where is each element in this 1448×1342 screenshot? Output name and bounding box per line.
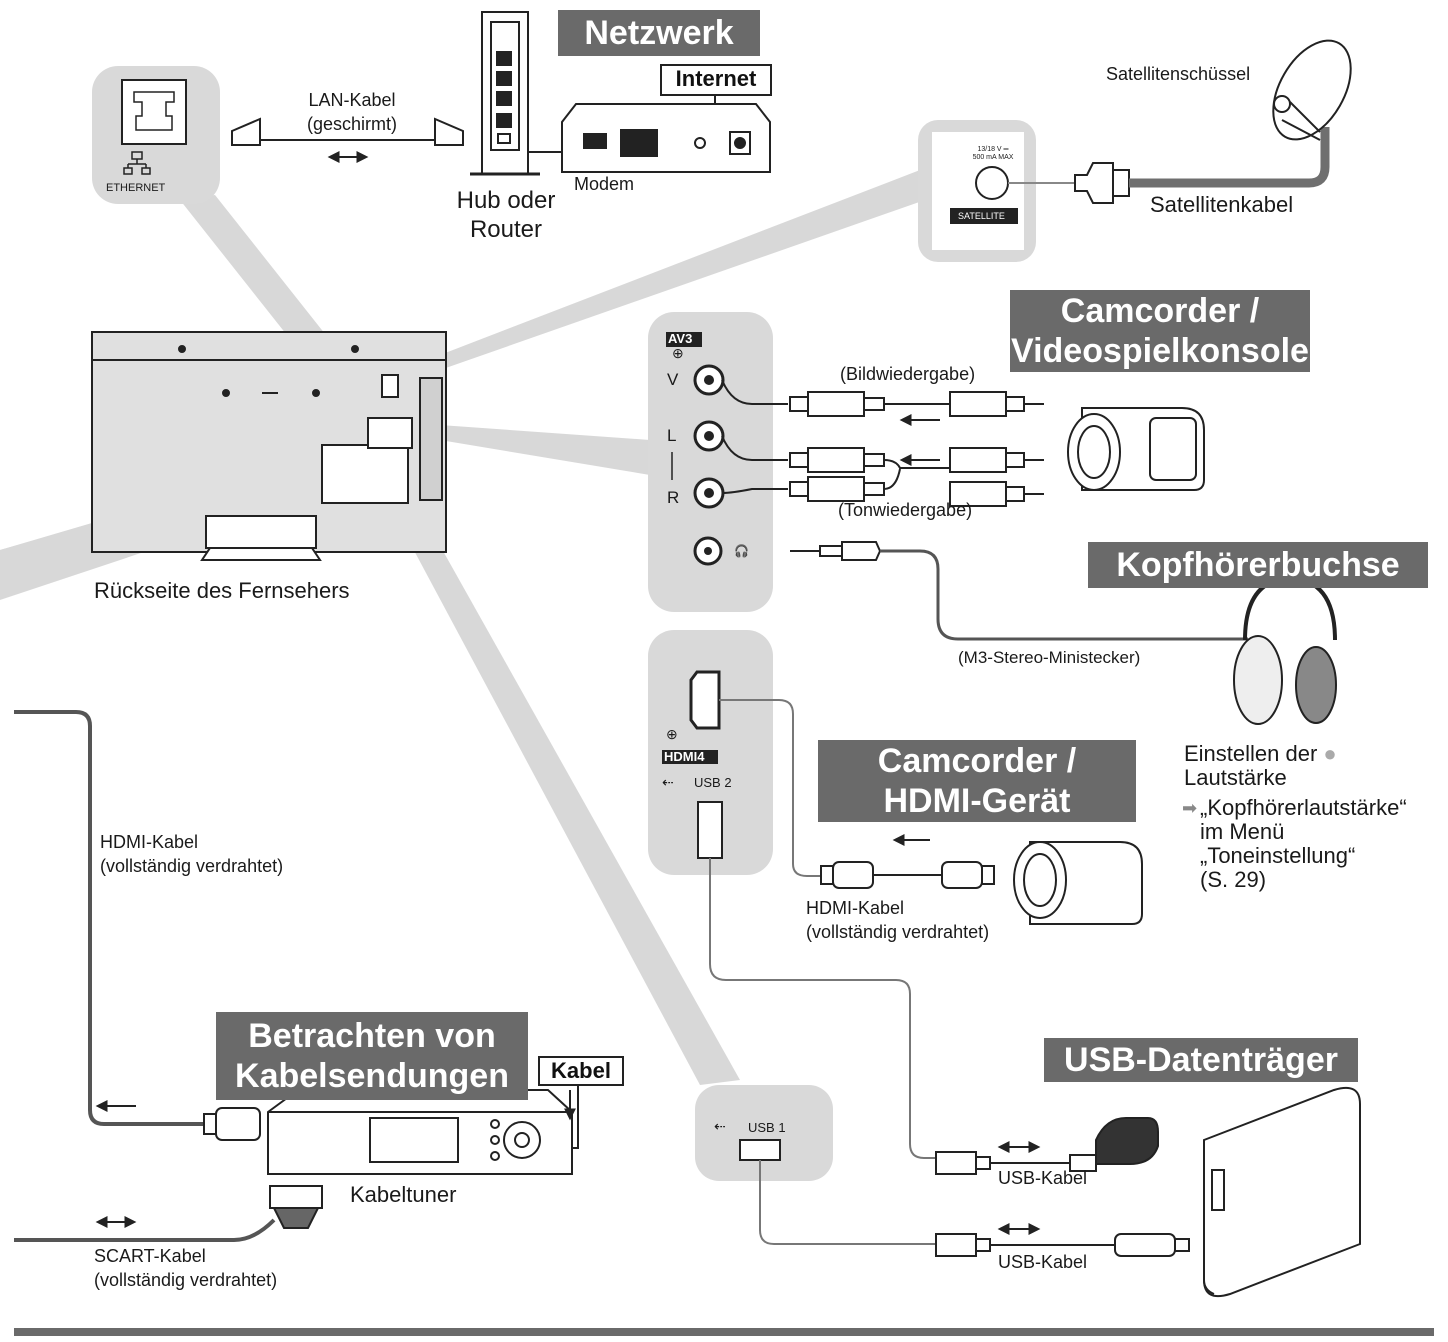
usb-icon: ⇠ [662,774,674,790]
banner-kopfhoerer: Kopfhörerbuchse [1088,542,1428,588]
modem-label: Modem [574,174,635,194]
camcorder-top [1067,407,1205,491]
network-icon [123,151,151,175]
hdmi4-panel [648,630,773,875]
usb-kabel-1-label: USB-Kabel [998,1168,1088,1188]
banner-line: HDMI-Gerät [883,782,1071,820]
arrow-icon: ➡ [1182,798,1198,818]
av3-port-label: AV3 [668,331,693,346]
hdmi-input-icon: ⊕ [666,726,678,742]
usb1-port-label: USB 1 [748,1120,786,1135]
satellitenkabel-label: Satellitenkabel [1150,192,1294,217]
headphone-jack-icon: 🎧 [734,544,749,558]
camcorder-mid [1013,841,1143,925]
headphone-cable [790,541,1248,641]
modem [561,92,771,173]
bottom-divider [14,1328,1434,1336]
satellitenschuessel-label: Satellitenschüssel [1106,64,1251,84]
banner-line: Camcorder / [1060,292,1260,330]
cable-tuner [267,1082,579,1175]
hdmi-kabel-left-label: HDMI-Kabel(vollständig verdrahtet) [100,832,284,876]
banner-line: Camcorder / [877,742,1077,780]
usb2-cable [709,858,1159,1175]
label-kabel: Kabel [538,1056,624,1086]
lan-kabel-label: LAN-Kabel(geschirmt) [306,90,397,134]
hdmi-plug-left [95,1100,261,1141]
satellite-dish-cable [1008,39,1352,204]
bullet-icon: ● [1323,741,1337,766]
usb-icon: ⇠ [714,1118,726,1134]
banner-line: Betrachten von [248,1017,496,1055]
satellite-spec-label: 13/18 V ═500 mA MAX [972,146,1014,161]
kabeltuner-label: Kabeltuner [350,1182,457,1207]
banner-netzwerk: Netzwerk [558,10,760,56]
lautstaerke-label: Einstellen der ●Lautstärke [1184,741,1337,790]
hdmi-cable-left [14,710,206,1126]
ethernet-panel [92,66,220,204]
banner-camcorder-hdmi: Camcorder /HDMI-Gerät [818,740,1136,822]
usb-kabel-2-label: USB-Kabel [998,1252,1088,1272]
satellite-port-label: SATELLITE [958,211,1005,221]
scart-kabel-label: SCART-Kabel(vollständig verdrahtet) [94,1246,278,1290]
ethernet-label: ETHERNET [106,182,166,194]
av3-panel [648,312,773,612]
hdmi-cable-mid [719,699,995,889]
hdmi4-port-label: HDMI4 [664,749,705,764]
tonwiedergabe-label: (Tonwiedergabe) [838,500,973,520]
satellite-panel [918,120,1036,262]
banner-line: Videospielkonsole [1011,332,1309,370]
tv-back [91,331,447,561]
banner-camcorder-video: Camcorder /Videospielkonsole [1010,290,1310,372]
menu-ref-label: „Kopfhörerlautstärke“im Menü„Toneinstell… [1200,795,1407,892]
av-cables [721,379,1044,507]
label-internet: Internet [660,64,772,96]
banner-usb: USB-Datenträger [1044,1038,1358,1082]
port-v-label: V [667,370,679,389]
m3-stecker-label: (M3-Stereo-Ministecker) [958,648,1141,667]
hdmi-kabel-mid-label: HDMI-Kabel(vollständig verdrahtet) [806,898,990,942]
port-l-label: L [667,426,677,445]
input-arrow-icon: ⊕ [672,345,684,361]
scart-cable [14,1185,323,1242]
router [470,11,568,176]
zoom-beams [0,170,925,1085]
lan-cable [231,117,464,163]
usb-harddisk [1203,1086,1361,1298]
port-r-label: R [667,488,680,507]
banner-line: Kabelsendungen [235,1057,509,1095]
usb2-port-label: USB 2 [694,775,732,790]
usb1-cable [759,1160,1190,1257]
tv-back-label: Rückseite des Fernsehers [94,578,350,603]
usb1-panel [695,1085,833,1181]
headphones [1233,575,1337,725]
bildwiedergabe-label: (Bildwiedergabe) [840,364,976,384]
